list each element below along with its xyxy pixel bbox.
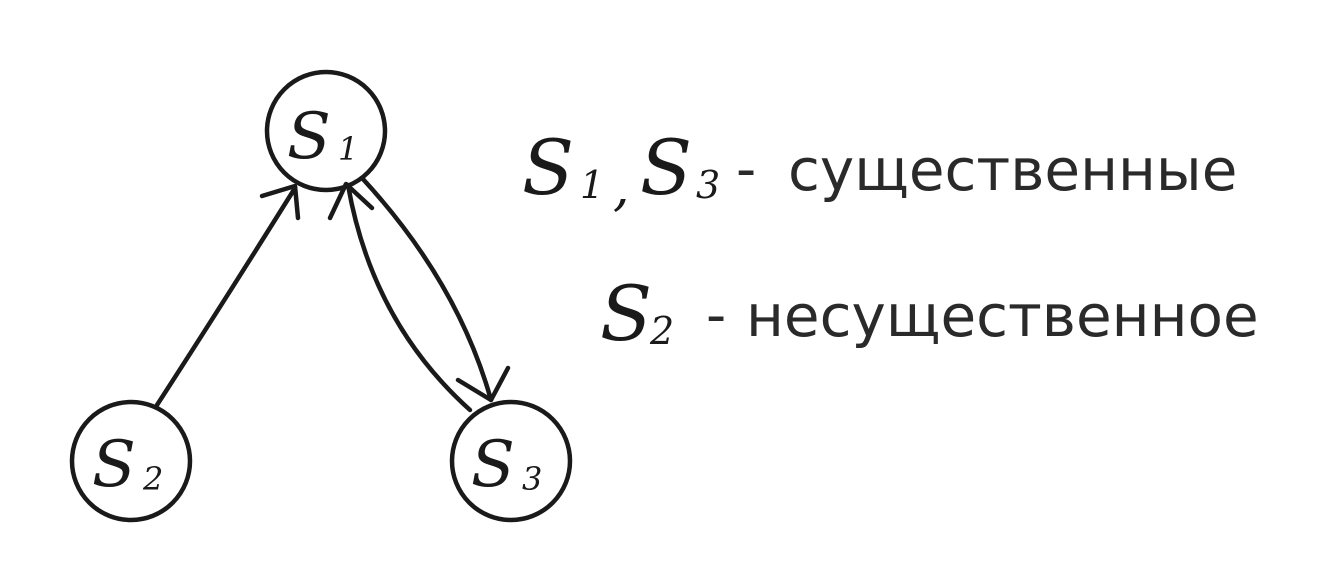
- node-s2-index: 2: [142, 460, 163, 498]
- legend-essential-s3-index: 3: [696, 163, 720, 207]
- edge-s3-to-s1-line: [345, 182, 473, 413]
- edge-s1-to-s3-line: [359, 175, 494, 403]
- legend-essential-s3-letter: S: [640, 123, 692, 212]
- legend-essential-dash: -: [736, 137, 756, 202]
- node-s2-circle: [69, 399, 193, 523]
- legend-inessential-dash: -: [706, 283, 726, 348]
- edge-s2-to-s1: [154, 183, 301, 408]
- legend-essential-text: существенные: [788, 136, 1237, 204]
- edge-s2-to-s1-line: [154, 185, 298, 408]
- legend-inessential-s2-letter: S: [600, 269, 652, 358]
- legend-essential-s1-letter: S: [522, 123, 574, 212]
- legend-essential-s1-index: 1: [580, 163, 604, 207]
- edge-s3-to-s1: [327, 181, 473, 413]
- legend-inessential-text: несущественное: [746, 282, 1259, 350]
- arrowhead-s3-from-s1: [455, 365, 511, 403]
- node-s1: S 1: [264, 69, 388, 193]
- node-s2: S 2: [69, 399, 193, 523]
- node-s3: S 3: [449, 399, 573, 523]
- edge-s1-to-s3: [359, 175, 511, 403]
- legend-inessential: S 2 - несущественное: [600, 269, 1259, 358]
- node-s3-letter: S: [471, 428, 515, 502]
- node-s3-index: 3: [522, 460, 542, 498]
- node-s3-circle: [449, 399, 573, 523]
- legend-essential-comma: ,: [613, 158, 630, 218]
- arrowhead-s1-from-s3: [327, 181, 375, 221]
- arrowhead-s1-from-s2: [259, 183, 301, 221]
- node-s2-letter: S: [92, 428, 136, 502]
- node-s1-index: 1: [338, 130, 358, 168]
- node-s1-circle: [264, 69, 388, 193]
- legend-essential: S 1 , S 3 - существенные: [522, 123, 1237, 218]
- node-s1-letter: S: [287, 100, 331, 174]
- legend-inessential-s2-index: 2: [649, 309, 674, 353]
